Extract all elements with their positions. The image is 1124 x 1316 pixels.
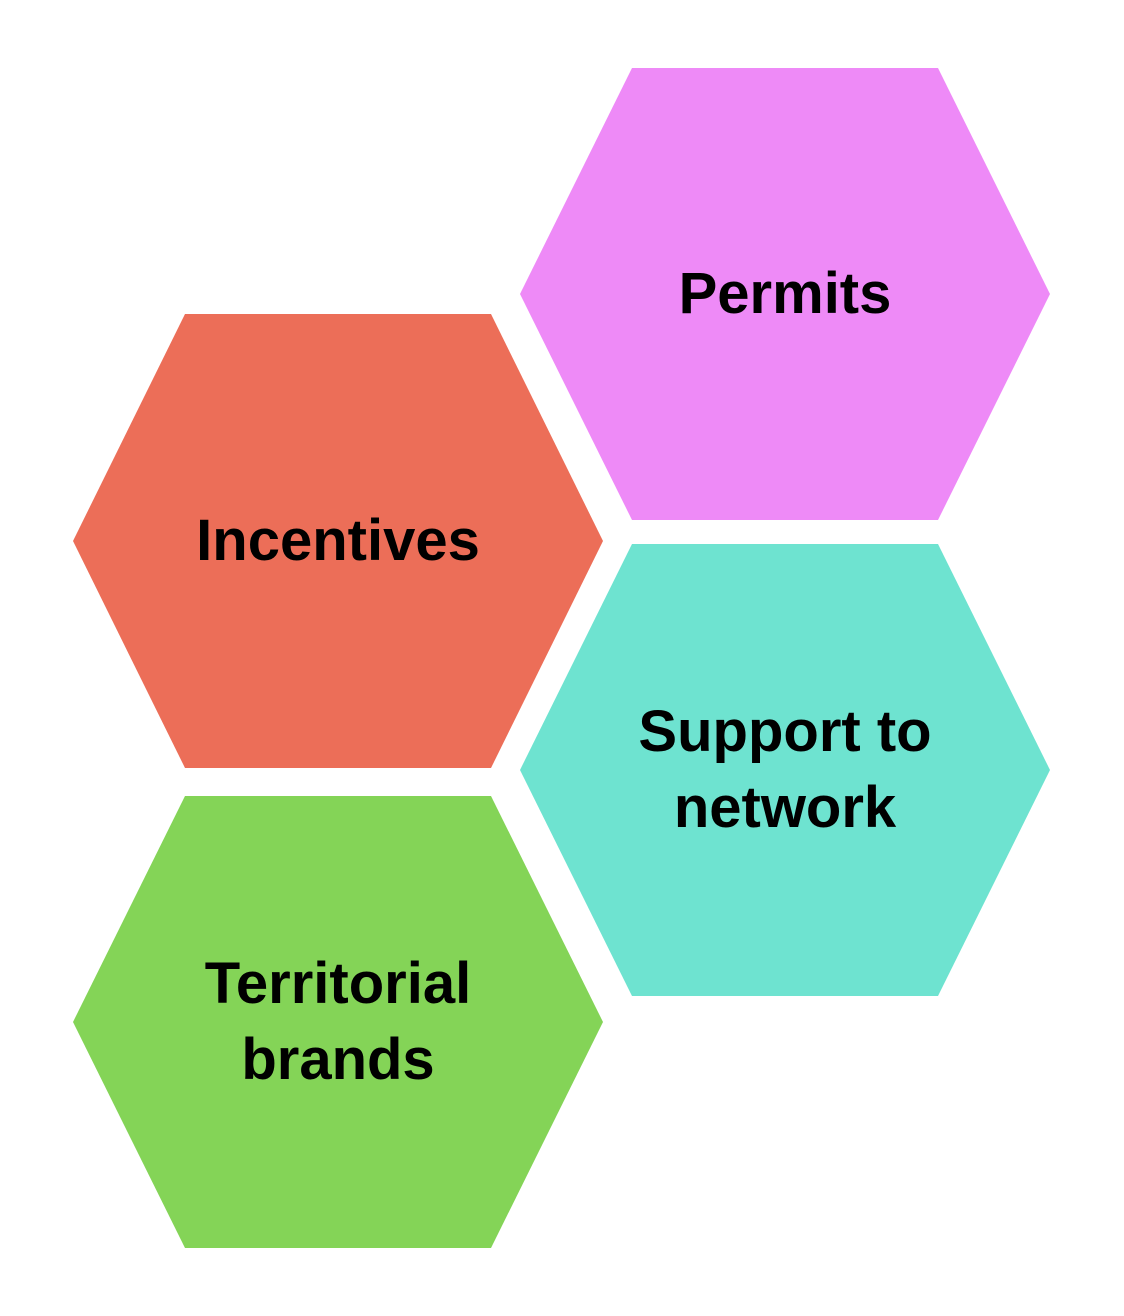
hexagon-support-shape bbox=[520, 544, 1050, 996]
hexagon-territorial-brands: Territorial brands bbox=[73, 796, 603, 1248]
hexagon-permits-fill bbox=[520, 68, 1050, 520]
hexagon-incentives-fill bbox=[73, 314, 603, 768]
hexagon-incentives-shape bbox=[73, 314, 603, 768]
hexagon-brands-fill bbox=[73, 796, 603, 1248]
hexagon-support-fill bbox=[520, 544, 1050, 996]
hexagon-brands-shape bbox=[73, 796, 603, 1248]
hexagon-permits-shape bbox=[520, 68, 1050, 520]
